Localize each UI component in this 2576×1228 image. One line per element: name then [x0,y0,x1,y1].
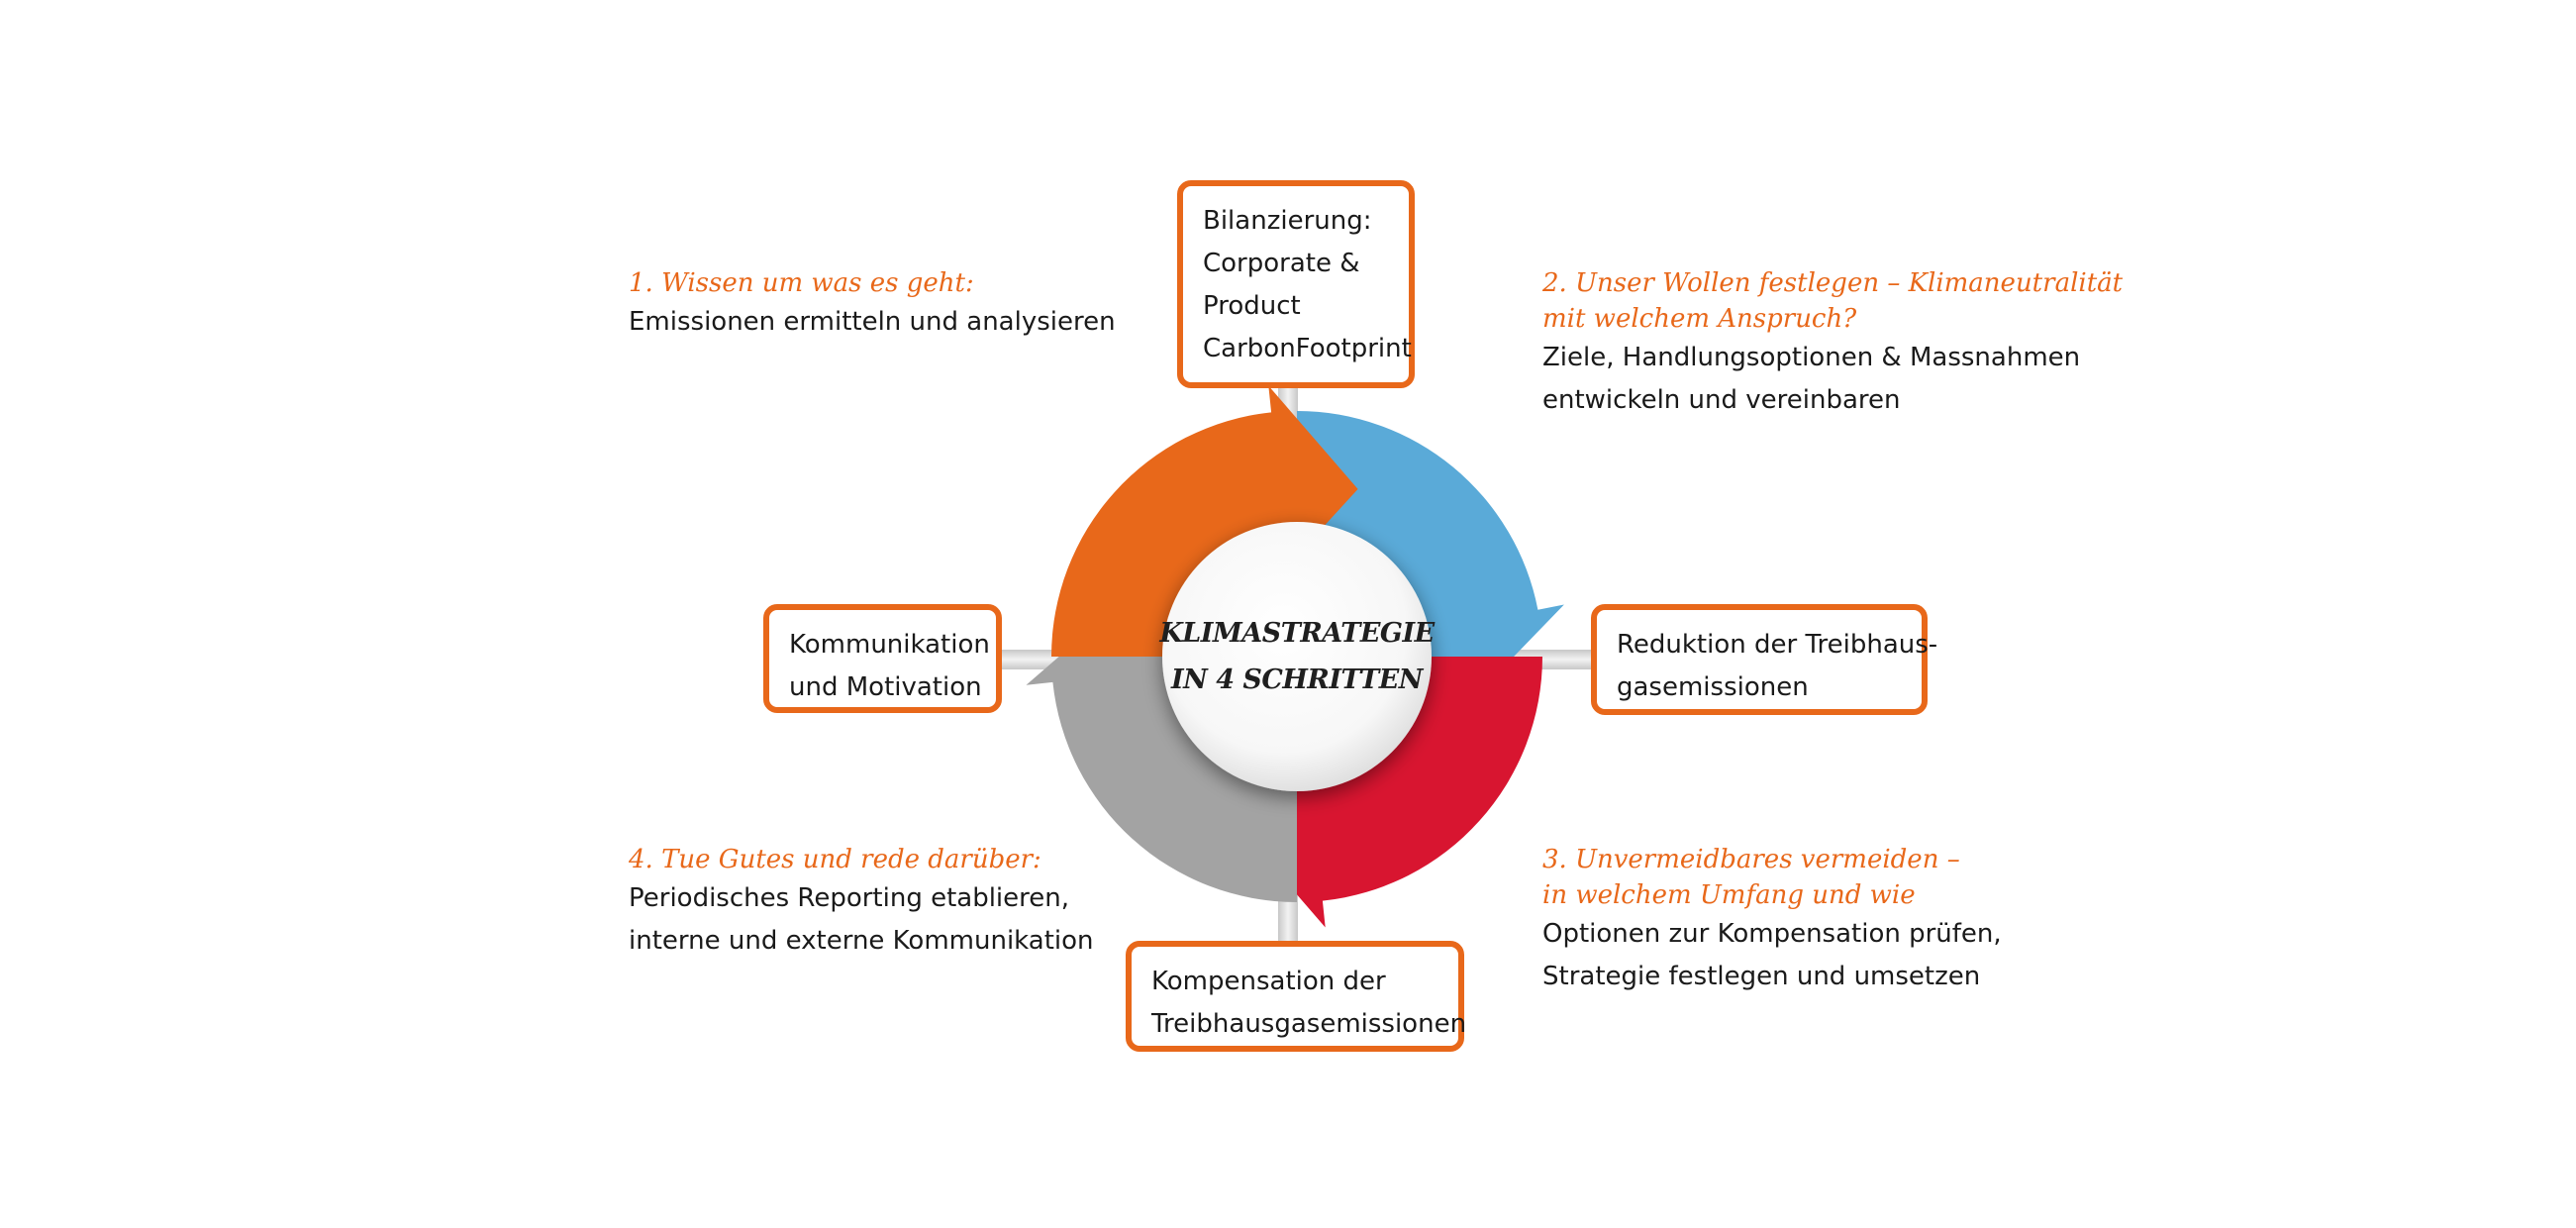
box-reduktion: Reduktion der Treibhaus- gasemissionen [1591,604,1938,715]
step-body: Ziele, Handlungsoptionen & Massnahmen [1542,343,2081,372]
box-line: Kommunikation [789,630,990,660]
step-heading: 4. Tue Gutes und rede darüber: [629,845,1041,874]
box-kompensation: Kompensation der Treibhausgasemissionen [1126,941,1467,1052]
step-body: entwickeln und vereinbaren [1542,385,1901,415]
box-line: Bilanzierung: [1203,206,1372,236]
step-heading: mit welchem Anspruch? [1542,304,1857,334]
box-bilanzierung: Bilanzierung: Corporate & Product Carbon… [1177,180,1415,388]
step-heading: 2. Unser Wollen festlegen – Klimaneutral… [1542,268,2124,298]
box-line: und Motivation [789,672,982,702]
step-heading: 3. Unvermeidbares vermeiden – [1542,845,1960,874]
cycle-arrow-orange [1051,385,1358,657]
step-body: interne und externe Kommunikation [629,926,1094,956]
step-body: Emissionen ermitteln und analysieren [629,307,1116,337]
box-line: Reduktion der Treibhaus- [1617,630,1938,660]
step-4: 4. Tue Gutes und rede darüber: Periodisc… [629,842,1094,963]
center-title: KLIMASTRATEGIE IN 4 SCHRITTEN [1148,610,1445,703]
box-kommunikation: Kommunikation und Motivation [763,604,1002,713]
box-line: CarbonFootprint [1203,334,1412,363]
cycle-arrow-red [1236,657,1542,928]
box-line: Corporate & [1203,249,1360,278]
cycle-arrow-gray [1026,595,1297,902]
step-heading: 1. Wissen um was es geht: [629,268,974,298]
step-2: 2. Unser Wollen festlegen – Klimaneutral… [1542,265,2123,422]
cycle-arrow-blue [1297,411,1564,703]
box-line: Product [1203,291,1301,321]
box-line: Treibhausgasemissionen [1151,1009,1467,1039]
step-1: 1. Wissen um was es geht: Emissionen erm… [629,265,1116,344]
step-body: Strategie festlegen und umsetzen [1542,962,1981,991]
center-circle [1162,522,1432,791]
step-heading: in welchem Umfang und wie [1542,880,1916,910]
step-3: 3. Unvermeidbares vermeiden – in welchem… [1542,842,2002,998]
box-line: Kompensation der [1151,967,1386,996]
step-body: Periodisches Reporting etablieren, [629,883,1070,913]
center-title-line-1: KLIMASTRATEGIE [1159,618,1435,649]
step-body: Optionen zur Kompensation prüfen, [1542,919,2002,949]
center-title-line-2: IN 4 SCHRITTEN [1171,665,1423,695]
box-line: gasemissionen [1617,672,1809,702]
